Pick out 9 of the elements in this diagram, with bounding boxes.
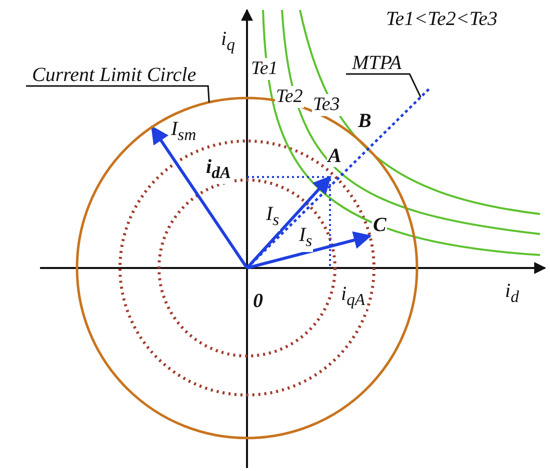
- leader-line: [346, 73, 422, 98]
- callout-text: Current Limit Circle: [32, 64, 196, 86]
- leader-line: [26, 85, 210, 102]
- mtpa-line: [246, 87, 431, 269]
- curve-label: Te3: [312, 94, 341, 116]
- axis-value: i$_{dA}$: [205, 156, 232, 184]
- callout-text: MTPA: [352, 52, 402, 74]
- curve-label: Te1: [250, 58, 279, 80]
- curve-label: Te2: [275, 86, 304, 108]
